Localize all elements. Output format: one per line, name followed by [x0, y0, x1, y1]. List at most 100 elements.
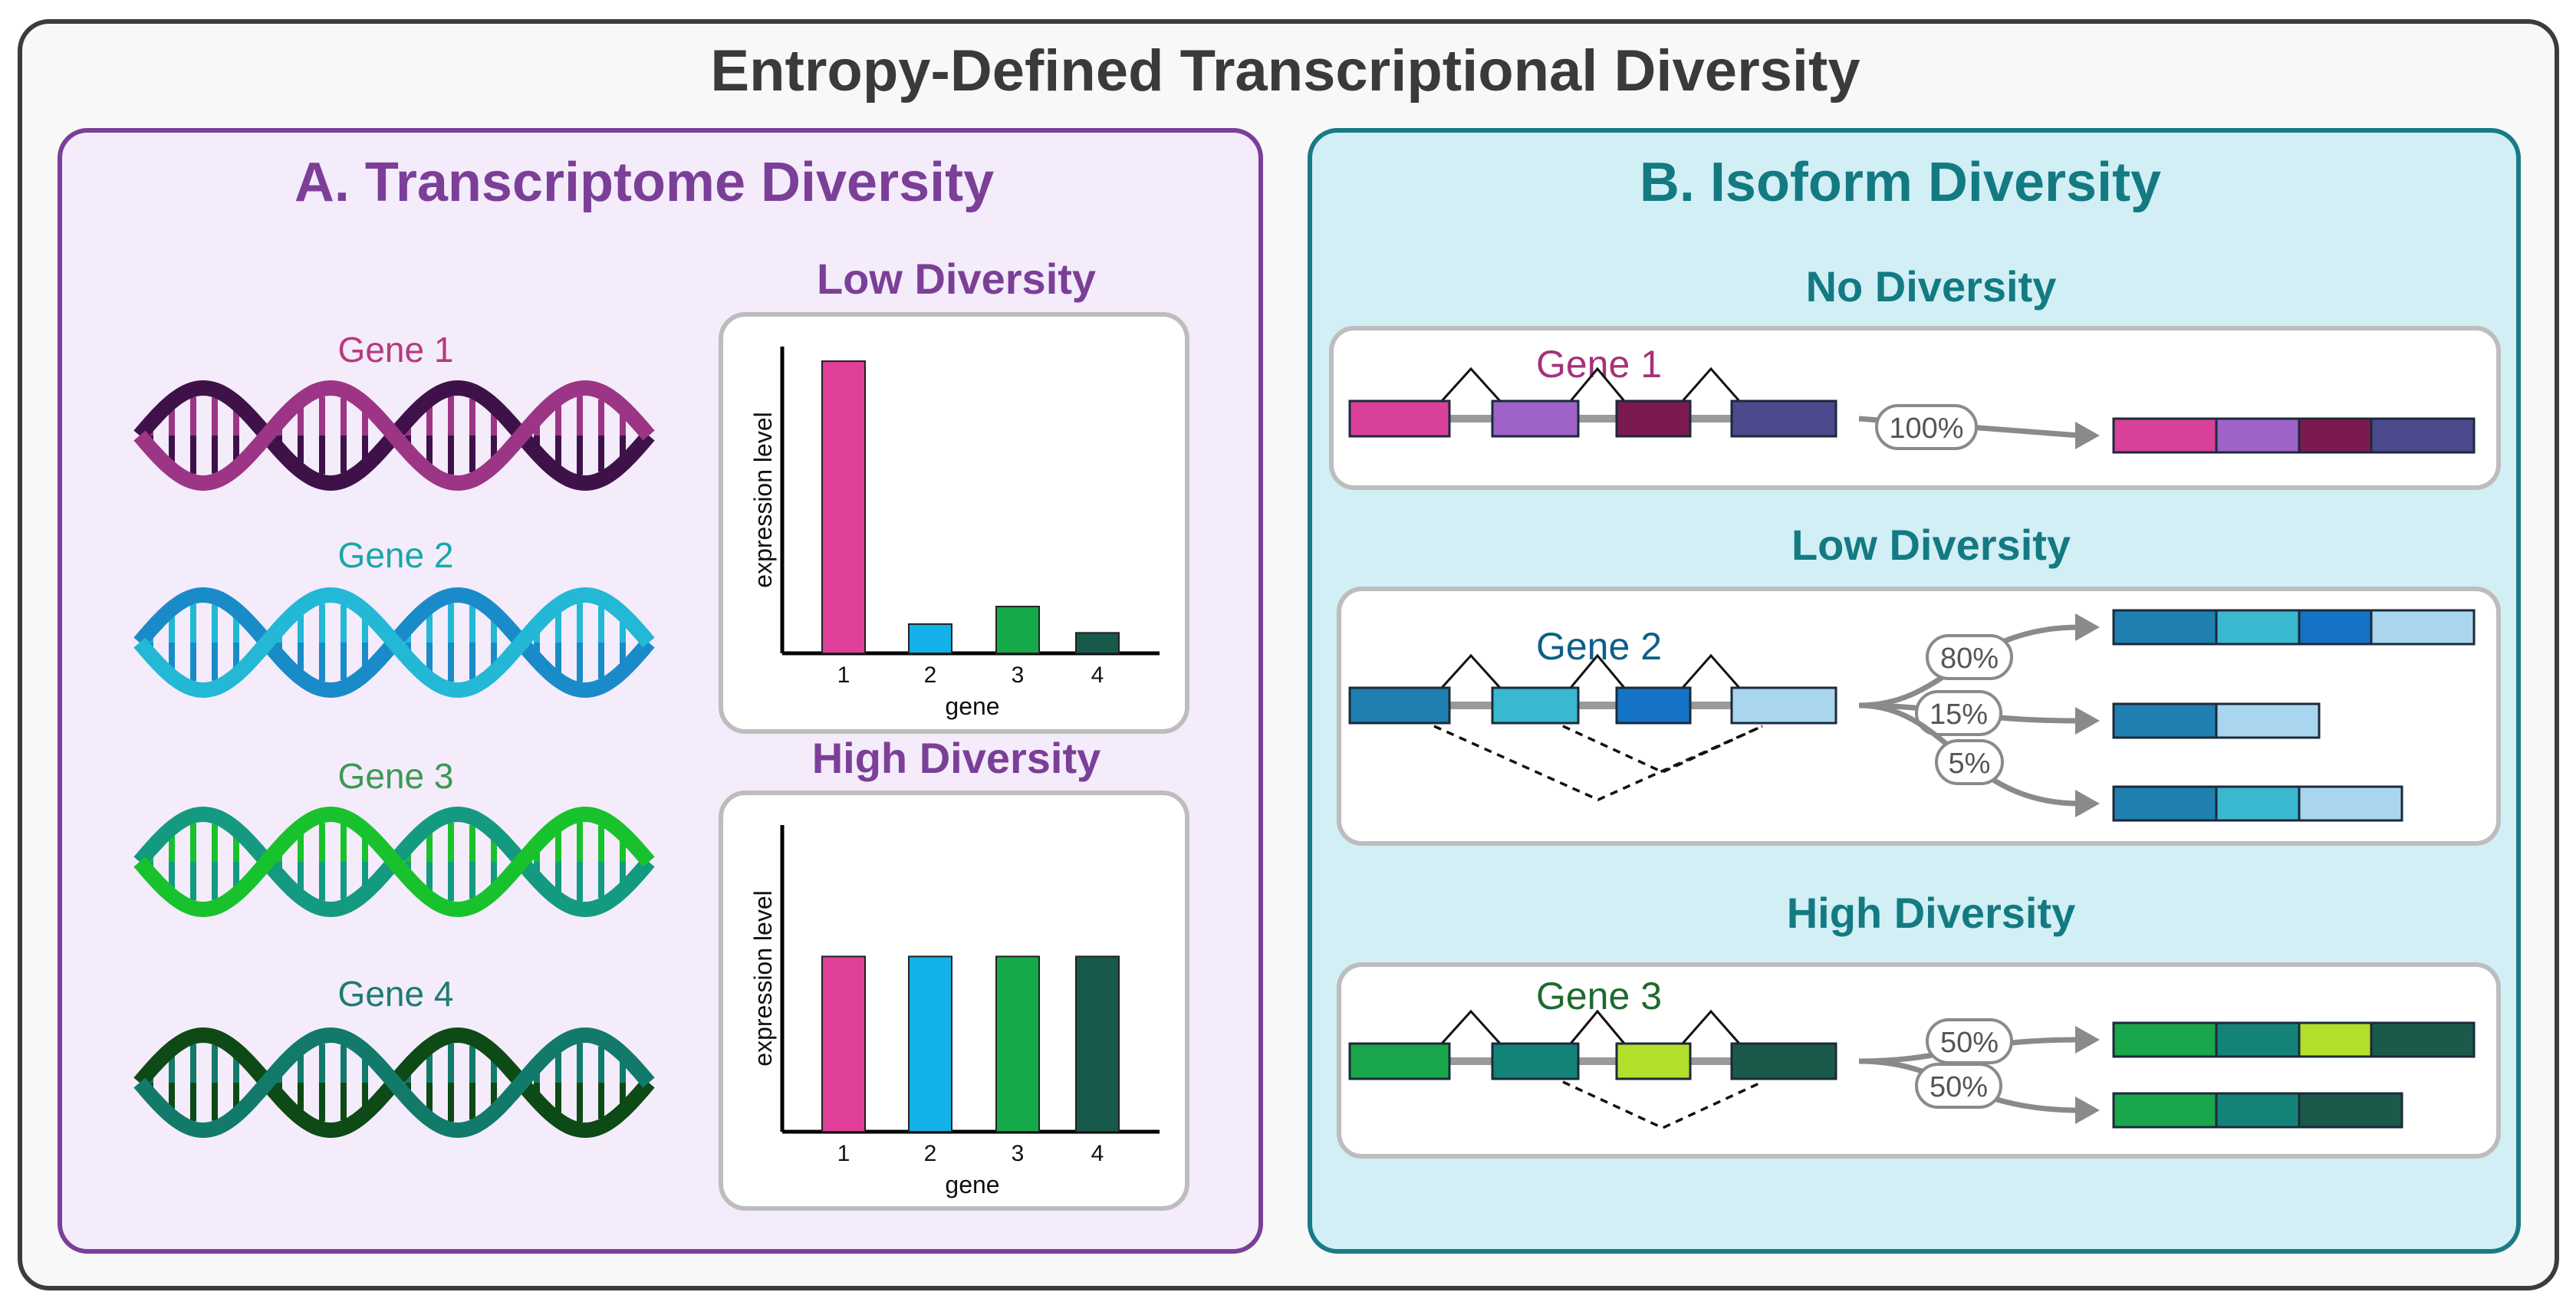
- isoform-exon-3: [2298, 609, 2373, 646]
- exon-1: [1348, 1042, 1451, 1080]
- x-axis-label: gene: [945, 692, 999, 720]
- arrow-head-icon: [2075, 1026, 2100, 1054]
- panel-b-title: B. Isoform Diversity: [1640, 152, 2161, 213]
- bar-gene-4: [1075, 955, 1120, 1133]
- isoform-exon-1: [2112, 785, 2218, 822]
- dna-strand-front: [133, 806, 655, 918]
- x-tick-label: 1: [837, 662, 850, 688]
- arrow-head-icon: [2075, 613, 2100, 641]
- isoform-exon-3: [2298, 1021, 2373, 1058]
- isoform-exon-2: [2215, 417, 2301, 454]
- x-tick-label: 2: [924, 1141, 937, 1166]
- figure-title: Entropy-Defined Transcriptional Diversit…: [710, 38, 1860, 104]
- gene-2-helix: Gene 2: [133, 535, 655, 699]
- bar-gene-1: [821, 360, 866, 654]
- exon-3: [1615, 1042, 1692, 1080]
- bar-gene-1: [821, 955, 866, 1133]
- isoform-exon-4: [2298, 1092, 2403, 1129]
- dna-strand-front: [133, 380, 655, 491]
- arrow-head-icon: [2075, 707, 2100, 735]
- exon-1: [1348, 686, 1451, 725]
- high-diversity-chart-title: High Diversity: [812, 734, 1101, 782]
- isoform-exon-4: [2370, 417, 2476, 454]
- percent-label: 100%: [1889, 413, 1963, 445]
- splice-junction: [1569, 653, 1626, 689]
- splice-junction: [1440, 1009, 1502, 1045]
- isoform-exon-3: [2298, 417, 2373, 454]
- bar-gene-2: [908, 955, 952, 1133]
- exon-4: [1730, 686, 1837, 725]
- gene-3-label: Gene 3: [338, 756, 454, 796]
- x-tick-label: 4: [1091, 1141, 1104, 1166]
- percent-pill: [1935, 739, 2004, 785]
- isoform-exon-4: [2370, 609, 2476, 646]
- percent-pill: [1926, 634, 2013, 680]
- x-tick-label: 4: [1091, 662, 1104, 688]
- low-diversity-chart-box: [719, 312, 1189, 734]
- bar-gene-3: [995, 955, 1040, 1133]
- gene-label: Gene 3: [1536, 975, 1662, 1017]
- y-axis-label: expression level: [749, 890, 777, 1066]
- dna-strand-front: [133, 587, 655, 699]
- exon-3: [1615, 399, 1692, 438]
- exon-4: [1730, 1042, 1837, 1080]
- splice-junction: [1681, 1009, 1741, 1044]
- dna-helix-group: Gene 1 Gene 2 Gene 3 Gene 4: [133, 330, 655, 1139]
- section-heading: Low Diversity: [1791, 521, 2071, 569]
- gene-1-label: Gene 1: [338, 330, 454, 370]
- section-heading: High Diversity: [1787, 889, 2076, 937]
- exon-2: [1491, 1042, 1580, 1080]
- isoform-exon-4: [2298, 785, 2403, 822]
- gene-1-helix: Gene 1: [133, 330, 655, 491]
- isoform-exon-1: [2112, 1092, 2218, 1129]
- bar-gene-4: [1075, 632, 1120, 654]
- isoform-exon-2: [2215, 785, 2301, 822]
- arrow-head-icon: [2075, 422, 2100, 449]
- exon-4: [1730, 399, 1837, 438]
- percent-label: 50%: [1930, 1071, 1988, 1103]
- x-axis-label: gene: [945, 1171, 999, 1198]
- low-diversity-chart-title: Low Diversity: [817, 255, 1096, 303]
- isoform-exon-2: [2215, 609, 2301, 646]
- percent-pill: [1915, 1063, 2002, 1109]
- dna-strand-front: [133, 1027, 655, 1139]
- y-axis-label: expression level: [749, 412, 777, 587]
- arrow-head-icon: [2075, 790, 2100, 817]
- gene-3-helix: Gene 3: [133, 756, 655, 918]
- isoform-exon-2: [2215, 1092, 2301, 1129]
- percent-label: 80%: [1940, 643, 1999, 675]
- bar-gene-3: [995, 606, 1040, 654]
- percent-label: 50%: [1940, 1027, 1999, 1059]
- splice-junction: [1440, 367, 1502, 403]
- x-tick-label: 1: [837, 1141, 850, 1166]
- skip-junction: [1433, 725, 1763, 801]
- isoform-exon-4: [2215, 702, 2321, 739]
- splice-junction: [1569, 367, 1626, 402]
- gene-4-label: Gene 4: [338, 974, 454, 1014]
- percent-label: 15%: [1930, 699, 1988, 731]
- arrow-head-icon: [2075, 1096, 2100, 1124]
- gene-2-label: Gene 2: [338, 535, 454, 575]
- isoform-exon-1: [2112, 1021, 2218, 1058]
- percent-pill: [1875, 404, 1978, 450]
- percent-label: 5%: [1949, 748, 1991, 780]
- isoform-exon-4: [2370, 1021, 2476, 1058]
- exon-2: [1491, 686, 1580, 725]
- splice-junction: [1681, 367, 1741, 402]
- gene-label: Gene 2: [1536, 625, 1662, 668]
- skip-junction: [1562, 725, 1763, 774]
- isoform-exon-1: [2112, 417, 2218, 454]
- gene-label: Gene 1: [1536, 343, 1662, 386]
- bar-gene-2: [908, 623, 952, 655]
- splice-junction: [1569, 1009, 1626, 1044]
- skip-junction: [1562, 1080, 1763, 1129]
- gene-4-helix: Gene 4: [133, 974, 655, 1139]
- percent-pill: [1915, 690, 2002, 736]
- splice-junction: [1440, 653, 1502, 689]
- x-tick-label: 3: [1012, 662, 1025, 688]
